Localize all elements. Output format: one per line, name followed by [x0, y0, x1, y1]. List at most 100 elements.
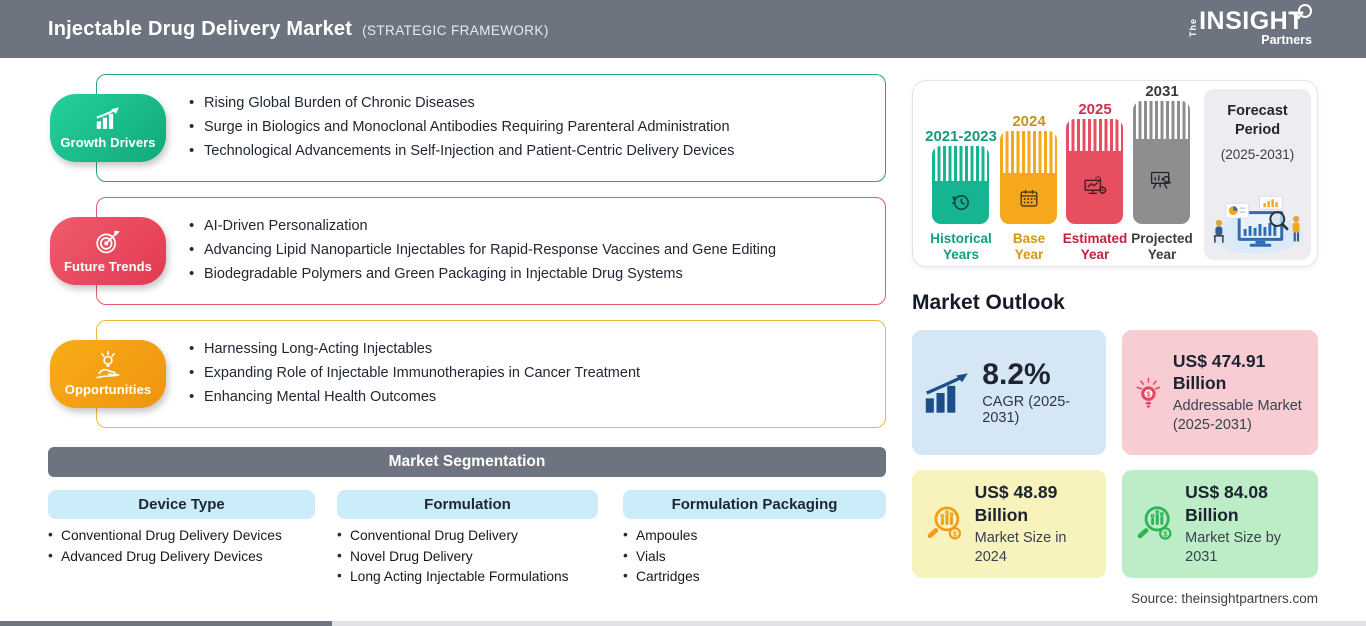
list-item: Advancing Lipid Nanoparticle Injectables…: [189, 241, 776, 259]
market-segmentation-bar: Market Segmentation: [48, 447, 886, 477]
magnifier-bars-icon: $: [927, 506, 962, 540]
bar-stripes: [1000, 131, 1057, 173]
page-subtitle: (STRATEGIC FRAMEWORK): [362, 22, 549, 38]
market-segmentation-title: Market Segmentation: [388, 453, 546, 470]
bar-body: [932, 181, 989, 224]
page-title: Injectable Drug Delivery Market: [48, 17, 353, 40]
year-label: 2021-2023: [925, 128, 997, 145]
hand-bulb-icon: [96, 351, 120, 379]
segment-column-formulation: Formulation Conventional Drug Delivery N…: [337, 490, 598, 590]
segment-header: Formulation Packaging: [623, 490, 886, 519]
segment-header: Device Type: [48, 490, 315, 519]
bar-stripes: [1133, 101, 1190, 139]
forecast-period-range: (2025-2031): [1220, 146, 1295, 162]
list-item: Vials: [623, 548, 886, 566]
bar-body: [1133, 139, 1190, 224]
market-size-2031-value: US$ 84.08 Billion: [1185, 482, 1268, 525]
future-trends-list: AI-Driven Personalization Advancing Lipi…: [97, 212, 776, 290]
svg-text:$: $: [1146, 389, 1151, 398]
list-item: Long Acting Injectable Formulations: [337, 568, 598, 586]
timeline-bar-historical: [932, 146, 989, 224]
segment-list: Conventional Drug Delivery Devices Advan…: [48, 527, 315, 566]
badge-label: Future Trends: [64, 258, 152, 274]
list-item: Cartridges: [623, 568, 886, 586]
magnifier-bars-icon: $: [1137, 506, 1172, 540]
market-size-2031-label: Market Size by 2031: [1185, 529, 1282, 565]
growth-drivers-badge: Growth Drivers: [50, 94, 166, 162]
market-outlook-title: Market Outlook: [912, 291, 1065, 314]
segment-column-device-type: Device Type Conventional Drug Delivery D…: [48, 490, 315, 569]
segment-list: Conventional Drug Delivery Novel Drug De…: [337, 527, 598, 586]
year-label: 2031: [1145, 83, 1179, 100]
segment-column-formulation-packaging: Formulation Packaging Ampoules Vials Car…: [623, 490, 886, 590]
logo-main: INSIGHT Partners: [1199, 4, 1312, 47]
bar-chart-up-icon: [96, 106, 119, 129]
list-item: Rising Global Burden of Chronic Diseases: [189, 94, 734, 112]
list-item: Expanding Role of Injectable Immunothera…: [189, 364, 640, 382]
segment-header: Formulation: [337, 490, 598, 519]
list-item: Biodegradable Polymers and Green Packagi…: [189, 265, 776, 283]
page-title-group: Injectable Drug Delivery Market (STRATEG…: [48, 18, 549, 41]
list-item: Novel Drug Delivery: [337, 548, 598, 566]
forecast-period-label: Forecast Period: [1227, 103, 1288, 138]
projection-board-icon: [1150, 171, 1172, 190]
cagr-value: 8.2%: [982, 358, 1051, 392]
timeline-bar-base: [1000, 131, 1057, 224]
bar-body: [1066, 151, 1123, 224]
list-item: Technological Advancements in Self-Injec…: [189, 142, 734, 160]
addressable-market-value: US$ 474.91 Billion: [1172, 350, 1266, 394]
analytics-illustration: [1211, 195, 1304, 254]
list-item: Conventional Drug Delivery: [337, 527, 598, 545]
segment-list: Ampoules Vials Cartridges: [623, 527, 886, 586]
list-item: Harnessing Long-Acting Injectables: [189, 340, 640, 358]
list-item: AI-Driven Personalization: [189, 217, 776, 235]
clock-history-icon: [951, 195, 969, 210]
growth-drivers-list: Rising Global Burden of Chronic Diseases…: [97, 89, 734, 167]
opportunities-box: Harnessing Long-Acting Injectables Expan…: [96, 320, 886, 428]
opportunities-list: Harnessing Long-Acting Injectables Expan…: [97, 335, 640, 413]
target-dart-icon: [96, 230, 120, 253]
bulb-dollar-icon: $: [1136, 377, 1161, 408]
badge-label: Growth Drivers: [60, 134, 156, 150]
magnifier-icon: [1298, 4, 1312, 18]
timeline-bar-estimated: [1066, 119, 1123, 224]
growth-drivers-box: Rising Global Burden of Chronic Diseases…: [96, 74, 886, 182]
horizontal-scrollbar-track[interactable]: [0, 621, 1366, 626]
list-item: Advanced Drug Delivery Devices: [48, 548, 315, 566]
market-size-2024-label: Market Size in 2024: [974, 529, 1067, 565]
forecast-period-panel: Forecast Period (2025-2031): [1204, 89, 1311, 260]
opportunities-badge: Opportunities: [50, 340, 166, 408]
timeline-bar-projected: [1133, 101, 1190, 224]
horizontal-scrollbar-thumb[interactable]: [0, 621, 332, 626]
list-item: Surge in Biologics and Monoclonal Antibo…: [189, 118, 734, 136]
list-item: Conventional Drug Delivery Devices: [48, 527, 315, 545]
addressable-market-label: Addressable Market (2025-2031): [1172, 398, 1302, 434]
header-bar: Injectable Drug Delivery Market (STRATEG…: [0, 0, 1366, 58]
bar-stripes: [1066, 119, 1123, 151]
logo-partners-text: Partners: [1261, 33, 1312, 47]
list-item: Ampoules: [623, 527, 886, 545]
market-size-2024-value: US$ 48.89 Billion: [974, 482, 1058, 525]
calendar-icon: [1020, 189, 1037, 207]
badge-label: Opportunities: [64, 382, 152, 397]
growth-arrow-icon: [925, 372, 968, 413]
cagr-label: CAGR (2025-2031): [982, 393, 1071, 426]
market-size-2031-card: $ US$ 84.08 Billion Market Size by 2031: [1122, 470, 1318, 578]
logo-the-text: The: [1188, 18, 1199, 38]
market-size-2024-card: $ US$ 48.89 Billion Market Size in 2024: [912, 470, 1106, 578]
bar-body: [1000, 173, 1057, 224]
brand-logo: The INSIGHT Partners: [1188, 4, 1312, 47]
svg-text:$: $: [1163, 530, 1168, 539]
svg-text:$: $: [953, 529, 958, 538]
future-trends-box: AI-Driven Personalization Advancing Lipi…: [96, 197, 886, 305]
addressable-market-card: $ US$ 474.91 Billion Addressable Market …: [1122, 330, 1318, 455]
future-trends-badge: Future Trends: [50, 217, 166, 285]
year-label: 2025: [1078, 101, 1112, 118]
logo-insight-text: INSIGHT: [1199, 7, 1304, 35]
